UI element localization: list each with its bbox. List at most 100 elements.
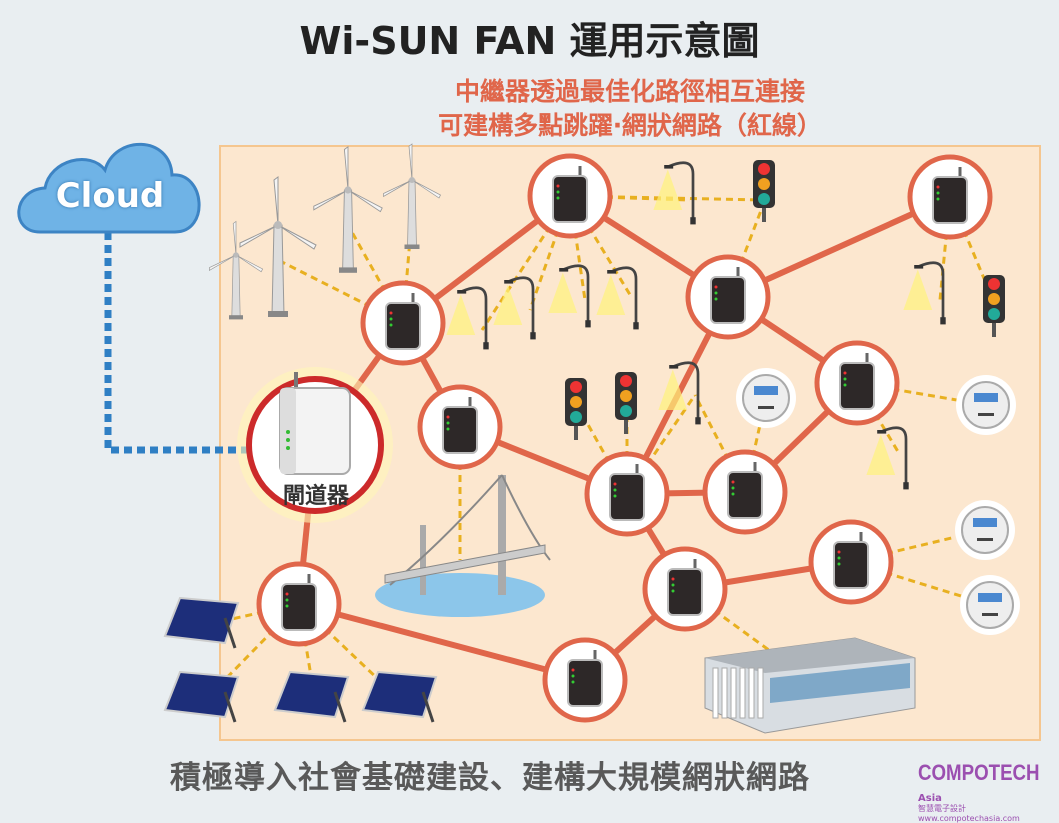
lamp-head	[607, 270, 617, 274]
wind-turbine-icon	[383, 143, 441, 249]
street-light-icon	[596, 266, 639, 330]
cloud-shape	[17, 142, 201, 234]
repeater-body	[442, 406, 478, 454]
lamp	[570, 396, 582, 408]
traffic-light-icon	[565, 378, 587, 440]
logo-suffix: Asia	[918, 793, 942, 804]
windows	[770, 663, 910, 703]
base	[483, 342, 489, 350]
smart-meter-icon	[956, 375, 1016, 435]
tower	[407, 179, 417, 248]
bottom-caption: 積極導入社會基礎建設、建構大規模網狀網路	[170, 760, 810, 796]
base	[585, 320, 591, 328]
repeater-led	[571, 668, 575, 672]
bridge-icon	[375, 474, 551, 617]
street-light-icon	[653, 161, 696, 225]
repeater-led	[556, 184, 560, 188]
repeater-icon	[932, 167, 968, 224]
base	[633, 322, 639, 330]
repeater-led	[389, 317, 393, 321]
repeater-body	[839, 362, 875, 410]
meter-label	[758, 406, 774, 409]
repeater-led	[714, 291, 718, 295]
pole	[574, 426, 578, 440]
lamp	[758, 178, 770, 190]
subtitle-line-2: 可建構多點跳躍‧網狀網路（紅線）	[438, 111, 822, 140]
repeater-led	[837, 556, 841, 560]
repeater-led	[671, 577, 675, 581]
wind-turbine-icon	[313, 145, 383, 273]
repeater-body	[552, 175, 588, 223]
base	[268, 311, 288, 317]
light-beam	[903, 269, 933, 310]
hub	[344, 186, 352, 194]
column	[712, 667, 719, 719]
blades	[383, 143, 441, 199]
base	[903, 482, 909, 490]
base	[404, 244, 420, 249]
stand	[223, 691, 237, 723]
repeater-led	[556, 196, 560, 200]
street-light-icon	[493, 276, 536, 340]
meter-label	[977, 538, 993, 541]
blades	[209, 220, 264, 273]
pole	[672, 361, 700, 421]
lamp-head	[877, 430, 887, 434]
lamp	[570, 381, 582, 393]
repeater-led	[613, 494, 617, 498]
pole	[624, 420, 628, 434]
repeater-led	[714, 285, 718, 289]
lamp	[988, 293, 1000, 305]
repeater-icon	[609, 464, 645, 521]
repeater-led	[936, 191, 940, 195]
meter-label	[982, 613, 998, 616]
repeater-led	[389, 323, 393, 327]
hub	[233, 252, 239, 258]
repeater-led	[731, 486, 735, 490]
repeater-led	[285, 604, 289, 608]
column	[748, 667, 755, 719]
light-beam	[866, 434, 896, 475]
tower	[420, 525, 426, 595]
repeater-led	[837, 550, 841, 554]
repeater-led	[843, 377, 847, 381]
panel	[361, 670, 438, 719]
repeater-icon	[710, 267, 746, 324]
repeater-icon	[667, 559, 703, 616]
repeater-led	[671, 589, 675, 593]
router-led	[286, 438, 290, 442]
repeater-led	[571, 680, 575, 684]
lamp	[988, 308, 1000, 320]
smart-meter-icon	[955, 500, 1015, 560]
pole	[562, 264, 590, 324]
lamp	[620, 405, 632, 417]
tower	[498, 475, 506, 595]
cloud-link	[104, 232, 248, 454]
cloud-label: Cloud	[55, 176, 165, 216]
repeater-icon	[833, 532, 869, 589]
panel	[163, 596, 240, 645]
repeater-led	[936, 185, 940, 189]
device-link	[625, 394, 697, 495]
light-beam	[653, 169, 683, 210]
repeater-icon	[281, 574, 317, 631]
repeater-body	[710, 276, 746, 324]
base	[530, 332, 536, 340]
base	[940, 317, 946, 325]
light-beam	[493, 284, 523, 325]
device-link	[568, 195, 634, 299]
base	[690, 217, 696, 225]
repeater-icon	[385, 293, 421, 350]
repeater-led	[613, 482, 617, 486]
repeater-icon	[567, 650, 603, 707]
meter-display	[973, 518, 997, 527]
column	[757, 667, 764, 719]
stand	[421, 691, 435, 723]
lamp-head	[457, 290, 467, 294]
logo-name: COMPOTECH	[918, 760, 1040, 785]
gateway-router-icon	[279, 372, 351, 475]
repeater-led	[285, 598, 289, 602]
repeater-led	[571, 674, 575, 678]
light-beam	[596, 274, 626, 315]
base	[695, 417, 701, 425]
